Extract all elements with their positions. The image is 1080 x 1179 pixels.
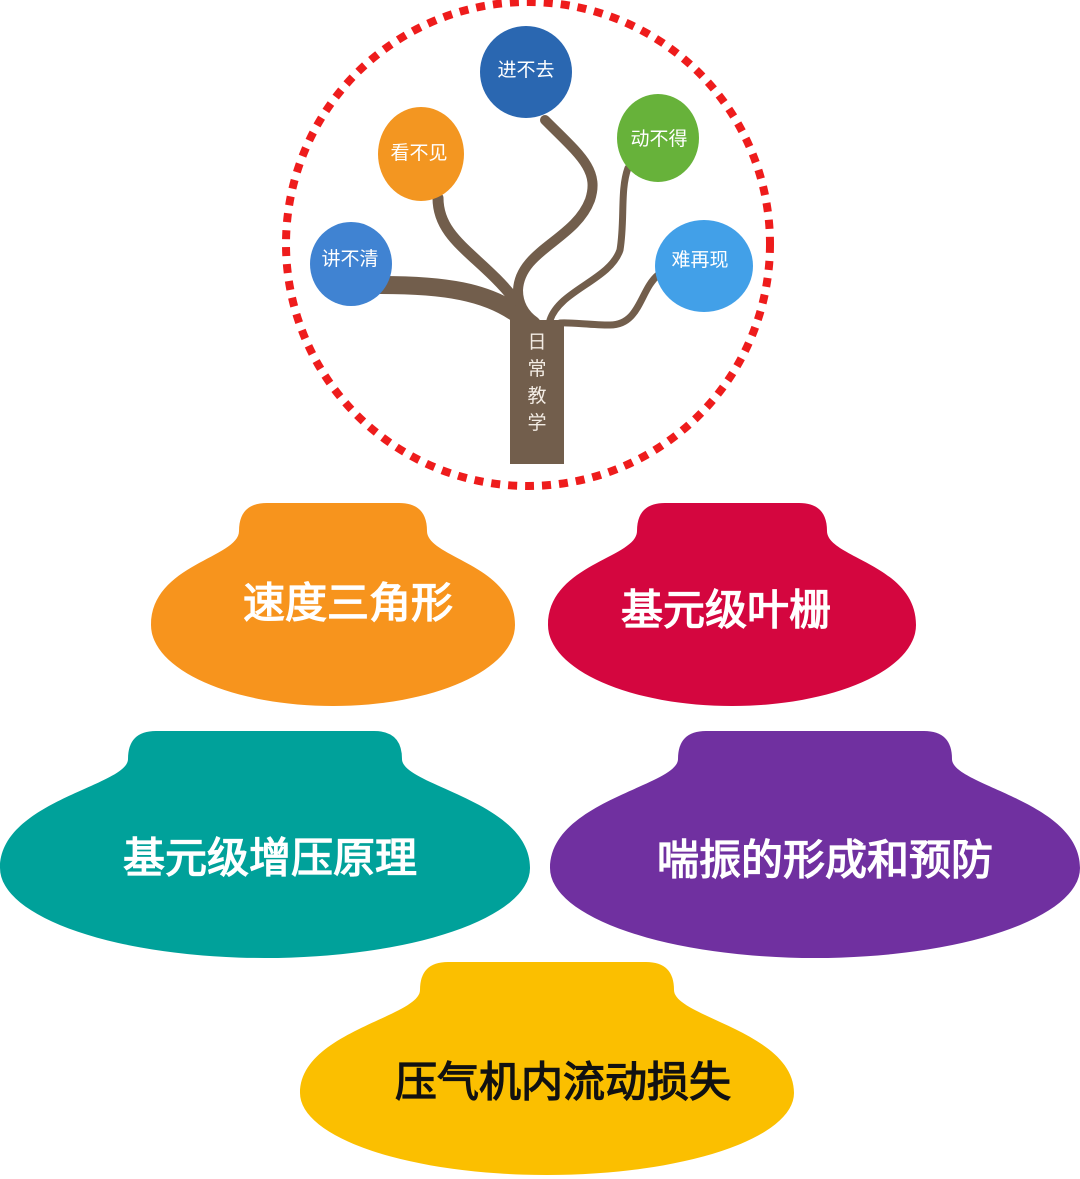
topic-blob: 基元级叶栅 — [548, 503, 916, 706]
leaf-node: 难再现 — [655, 220, 753, 312]
topic-blob: 压气机内流动损失 — [300, 962, 794, 1175]
leaf-circle — [310, 222, 392, 306]
leaf-node: 动不得 — [617, 94, 699, 182]
trunk-char: 常 — [527, 358, 546, 380]
topic-blob: 喘振的形成和预防 — [550, 731, 1080, 958]
leaf-label: 动不得 — [630, 128, 687, 150]
branch-top — [512, 115, 598, 327]
trunk-char: 教 — [527, 385, 546, 407]
topic-blob-shape — [548, 503, 916, 706]
trunk-char: 日 — [527, 331, 546, 353]
topic-blob-shape — [300, 962, 794, 1175]
tree-diagram: 日 常 教 学 进不去 看不见 动不得 讲不清 难再现 — [282, 0, 774, 490]
trunk-label: 日 常 教 学 — [527, 331, 546, 434]
branch-upper-right — [546, 164, 632, 324]
topic-blob: 基元级增压原理 — [0, 731, 530, 958]
tree-branches — [371, 115, 662, 329]
topic-blob-shape — [151, 503, 515, 706]
topic-label: 基元级增压原理 — [123, 834, 417, 883]
leaf-node: 看不见 — [378, 107, 464, 201]
leaf-label: 难再现 — [671, 249, 728, 271]
leaf-circle — [378, 107, 464, 201]
tree-trunk — [510, 320, 564, 464]
branch-right — [556, 271, 662, 329]
leaf-label: 讲不清 — [321, 248, 378, 270]
topic-blob-shape — [0, 731, 530, 958]
leaf-label: 进不去 — [497, 59, 554, 81]
topic-label: 基元级叶栅 — [621, 586, 831, 635]
leaf-node: 进不去 — [480, 26, 572, 118]
leaf-label: 看不见 — [390, 142, 447, 164]
dashed-border-circle — [282, 0, 774, 490]
branch-left — [371, 276, 534, 329]
topic-label: 喘振的形成和预防 — [657, 836, 993, 885]
leaf-circle — [655, 220, 753, 312]
trunk-char: 学 — [527, 412, 546, 434]
leaf-node: 讲不清 — [310, 222, 392, 306]
topic-blob-shape — [550, 731, 1080, 958]
branch-upper-left — [432, 192, 521, 306]
leaf-circle — [617, 94, 699, 182]
topic-blob: 速度三角形 — [151, 503, 515, 706]
topic-label: 速度三角形 — [243, 579, 453, 628]
topic-label: 压气机内流动损失 — [395, 1058, 732, 1107]
leaf-circle — [480, 26, 572, 118]
